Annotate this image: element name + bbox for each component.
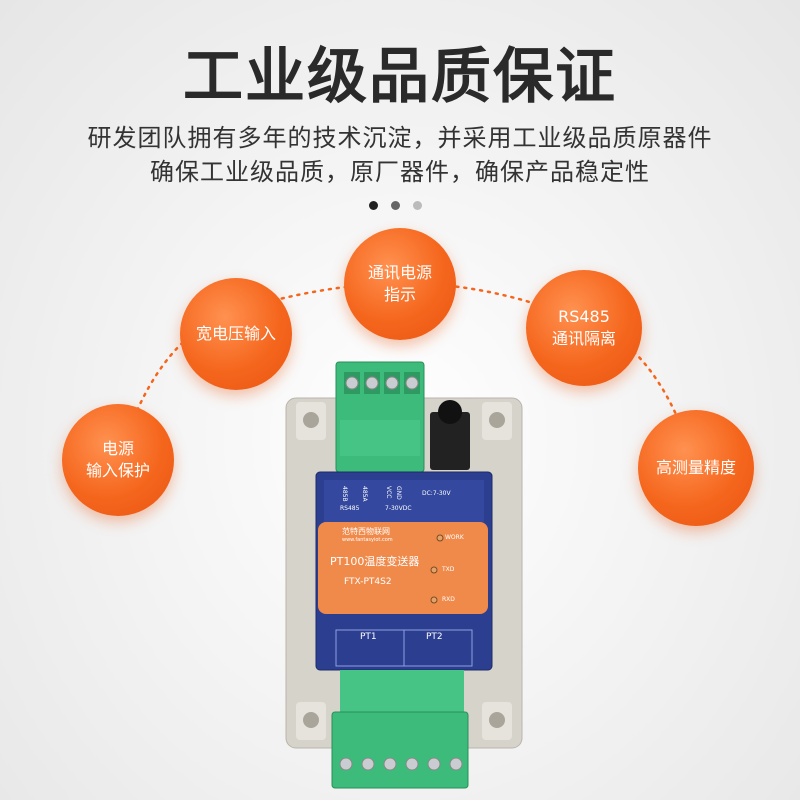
channel-label: PT1 <box>360 632 377 642</box>
feature-bubble-power-indicator: 通讯电源 指示 <box>344 228 456 340</box>
carousel-dot[interactable] <box>413 201 422 210</box>
channel-label: PT2 <box>426 632 443 642</box>
device-product-name: PT100温度变送器 <box>330 555 420 568</box>
label-gnd: GND <box>395 486 402 500</box>
label-rs485: RS485 <box>340 505 360 512</box>
page-title: 工业级品质保证 <box>183 42 617 112</box>
subtitle-line-1: 研发团队拥有多年的技术沉淀，并采用工业级品质原器件 <box>87 124 713 152</box>
device-top-labels: 485B 485A VCC GND RS485 7-30VDC DC:7-30V <box>340 480 490 520</box>
device-brand: 范特西物联网 <box>342 527 390 536</box>
feature-label: 输入保护 <box>85 461 150 480</box>
feature-label: 高测量精度 <box>655 458 736 477</box>
label-485a: 485A <box>361 486 368 502</box>
led-label: TXD <box>442 566 455 573</box>
feature-label: 电源 <box>101 439 134 458</box>
label-vcc: VCC <box>385 486 392 499</box>
device-label-panel: 范特西物联网 www.fantasyiot.com PT100温度变送器 FTX… <box>330 526 430 587</box>
feature-bubble-high-accuracy: 高测量精度 <box>638 410 754 526</box>
carousel-dot-active[interactable] <box>369 201 378 210</box>
label-dc-symbol: DC:7-30V <box>422 490 451 497</box>
feature-bubble-power-protection: 电源 输入保护 <box>62 404 174 516</box>
device-website: www.fantasyiot.com <box>342 537 393 543</box>
feature-label: 指示 <box>383 285 416 304</box>
led-label: WORK <box>445 534 464 541</box>
feature-label: 宽电压输入 <box>195 324 276 343</box>
label-485b: 485B <box>341 486 348 502</box>
feature-label: 通讯电源 <box>367 263 432 282</box>
feature-bubble-rs485-isolation: RS485 通讯隔离 <box>526 270 642 386</box>
feature-bubble-wide-voltage: 宽电压输入 <box>180 278 292 390</box>
carousel-dot[interactable] <box>391 201 400 210</box>
label-voltage: 7-30VDC <box>385 505 412 512</box>
device-model: FTX-PT4S2 <box>344 577 392 587</box>
carousel-indicator[interactable] <box>369 201 422 210</box>
led-label: RXD <box>442 596 455 603</box>
feature-label: RS485 <box>558 307 610 326</box>
feature-label: 通讯隔离 <box>551 329 616 348</box>
subtitle-line-2: 确保工业级品质，原厂器件，确保产品稳定性 <box>150 158 650 186</box>
